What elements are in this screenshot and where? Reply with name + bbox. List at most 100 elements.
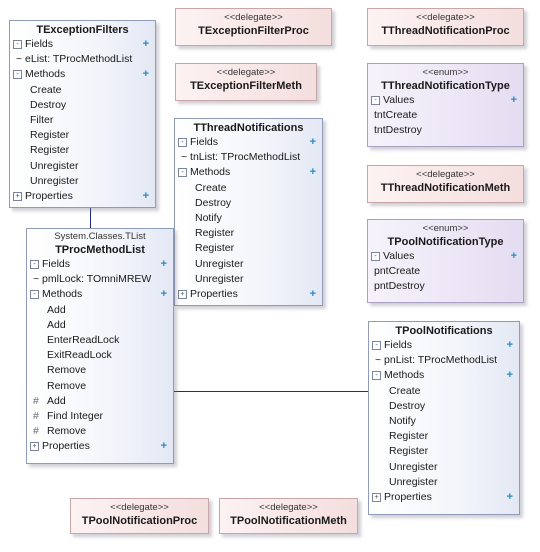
class-title: TProcMethodList xyxy=(55,244,145,256)
collapse-toggle-icon[interactable]: - xyxy=(372,340,381,350)
method-item[interactable]: #Find Integer xyxy=(27,409,173,424)
methods-section[interactable]: -Methods+ xyxy=(175,165,322,180)
properties-section[interactable]: +Properties+ xyxy=(27,439,173,454)
method-item[interactable]: Destroy xyxy=(389,399,426,412)
method-item[interactable]: Remove xyxy=(27,363,173,378)
delegate-name: TExceptionFilterProc xyxy=(198,25,309,37)
collapse-toggle-icon[interactable]: - xyxy=(13,70,22,80)
method-item[interactable]: Unregister xyxy=(195,272,244,285)
plus-icon[interactable]: + xyxy=(142,189,149,202)
method-item[interactable]: Unregister xyxy=(389,475,438,488)
method-item[interactable]: Register xyxy=(195,227,235,240)
plus-icon[interactable]: + xyxy=(160,258,167,270)
method-item[interactable]: EnterReadLock xyxy=(27,333,173,348)
expand-toggle-icon[interactable]: + xyxy=(30,441,39,451)
plus-icon[interactable]: + xyxy=(506,490,513,503)
plus-icon[interactable]: + xyxy=(142,68,149,81)
class-proc-method-list[interactable]: System.Classes.TList TProcMethodList -Fi… xyxy=(26,228,174,464)
method-item[interactable]: Filter xyxy=(30,113,54,126)
plus-icon[interactable]: + xyxy=(309,136,316,148)
enum-value[interactable]: pntDestroy xyxy=(374,280,425,293)
expand-toggle-icon[interactable]: + xyxy=(13,191,22,201)
field-item[interactable]: ~ pnList: TProcMethodList xyxy=(375,354,498,367)
class-pool-notifications[interactable]: TPoolNotifications -Fields+ ~ pnList: TP… xyxy=(368,321,520,515)
collapse-toggle-icon[interactable]: - xyxy=(13,39,22,49)
method-label: Add xyxy=(47,303,66,316)
delegate-thread-notification-proc[interactable]: <<delegate>> TThreadNotificationProc xyxy=(367,8,524,46)
field-item[interactable]: ~ tnList: TProcMethodList xyxy=(181,151,301,164)
plus-icon[interactable]: + xyxy=(506,339,513,351)
plus-icon[interactable]: + xyxy=(510,94,517,106)
collapse-toggle-icon[interactable]: - xyxy=(178,168,187,178)
method-item[interactable]: Unregister xyxy=(30,174,79,187)
method-item[interactable]: #Add xyxy=(27,394,173,409)
stereotype-label: <<delegate>> xyxy=(416,169,475,180)
plus-icon[interactable]: + xyxy=(510,250,517,262)
class-exception-filters[interactable]: TExceptionFilters -Fields+ ~ eList: TPro… xyxy=(9,20,156,208)
method-item[interactable]: Create xyxy=(195,181,227,194)
values-section[interactable]: -Values+ xyxy=(368,249,523,264)
method-item[interactable]: Add xyxy=(27,303,173,318)
stereotype-label: System.Classes.TList xyxy=(54,231,146,242)
plus-icon[interactable]: + xyxy=(506,369,513,382)
method-item[interactable]: Remove xyxy=(27,379,173,394)
delegate-thread-notification-meth[interactable]: <<delegate>> TThreadNotificationMeth xyxy=(367,165,524,203)
properties-section[interactable]: +Properties+ xyxy=(369,490,519,505)
plus-icon[interactable]: + xyxy=(160,288,167,301)
field-item[interactable]: ~ eList: TProcMethodList xyxy=(16,53,133,66)
fields-section[interactable]: -Fields+ xyxy=(369,338,519,353)
collapse-toggle-icon[interactable]: - xyxy=(30,290,39,300)
properties-section[interactable]: +Properties+ xyxy=(10,189,155,204)
collapse-toggle-icon[interactable]: - xyxy=(372,371,381,381)
method-item[interactable]: ExitReadLock xyxy=(27,348,173,363)
method-item[interactable]: Destroy xyxy=(195,196,232,209)
method-item[interactable]: Register xyxy=(30,129,70,142)
method-item[interactable]: Notify xyxy=(389,414,416,427)
method-item[interactable]: Add xyxy=(27,318,173,333)
collapse-toggle-icon[interactable]: - xyxy=(30,259,39,269)
method-item[interactable]: Destroy xyxy=(30,98,67,111)
enum-thread-notification-type[interactable]: <<enum>> TThreadNotificationType -Values… xyxy=(367,63,524,147)
fields-section[interactable]: -Fields+ xyxy=(175,135,322,150)
method-label: EnterReadLock xyxy=(47,333,120,346)
delegate-exception-filter-proc[interactable]: <<delegate>> TExceptionFilterProc xyxy=(175,8,332,46)
class-thread-notifications[interactable]: TThreadNotifications -Fields+ ~ tnList: … xyxy=(174,118,323,306)
fields-section[interactable]: -Fields+ xyxy=(10,37,155,52)
plus-icon[interactable]: + xyxy=(142,38,149,50)
enum-value[interactable]: tntCreate xyxy=(374,109,418,122)
method-item[interactable]: Unregister xyxy=(195,257,244,270)
expand-toggle-icon[interactable]: + xyxy=(178,289,187,299)
method-label: Find Integer xyxy=(47,409,104,422)
delegate-pool-notification-meth[interactable]: <<delegate>> TPoolNotificationMeth xyxy=(219,498,358,534)
plus-icon[interactable]: + xyxy=(309,166,316,179)
enum-value[interactable]: tntDestroy xyxy=(374,124,422,137)
method-item[interactable]: Register xyxy=(30,144,70,157)
collapse-toggle-icon[interactable]: - xyxy=(371,251,380,261)
values-section[interactable]: -Values+ xyxy=(368,93,523,108)
method-item[interactable]: Notify xyxy=(195,211,222,224)
method-item[interactable]: Register xyxy=(195,242,235,255)
delegate-pool-notification-proc[interactable]: <<delegate>> TPoolNotificationProc xyxy=(70,498,209,534)
methods-section[interactable]: -Methods+ xyxy=(369,368,519,383)
methods-section[interactable]: -Methods+ xyxy=(10,67,155,82)
method-item[interactable]: Register xyxy=(389,445,429,458)
fields-section[interactable]: -Fields+ xyxy=(27,257,173,272)
method-item[interactable]: #Remove xyxy=(27,424,173,439)
enum-name: TPoolNotificationType xyxy=(387,236,504,248)
field-item[interactable]: ~ pmlLock: TOmniMREW xyxy=(33,273,152,286)
collapse-toggle-icon[interactable]: - xyxy=(178,137,187,147)
enum-pool-notification-type[interactable]: <<enum>> TPoolNotificationType -Values+ … xyxy=(367,219,524,303)
delegate-exception-filter-meth[interactable]: <<delegate>> TExceptionFilterMeth xyxy=(175,63,317,101)
properties-section[interactable]: +Properties+ xyxy=(175,287,322,302)
methods-section[interactable]: -Methods+ xyxy=(27,287,173,302)
method-item[interactable]: Create xyxy=(389,384,421,397)
method-item[interactable]: Unregister xyxy=(389,460,438,473)
collapse-toggle-icon[interactable]: - xyxy=(371,95,380,105)
method-item[interactable]: Register xyxy=(389,430,429,443)
method-item[interactable]: Create xyxy=(30,83,62,96)
method-item[interactable]: Unregister xyxy=(30,159,79,172)
plus-icon[interactable]: + xyxy=(160,440,167,453)
expand-toggle-icon[interactable]: + xyxy=(372,492,381,502)
enum-value[interactable]: pntCreate xyxy=(374,265,421,278)
plus-icon[interactable]: + xyxy=(309,287,316,300)
